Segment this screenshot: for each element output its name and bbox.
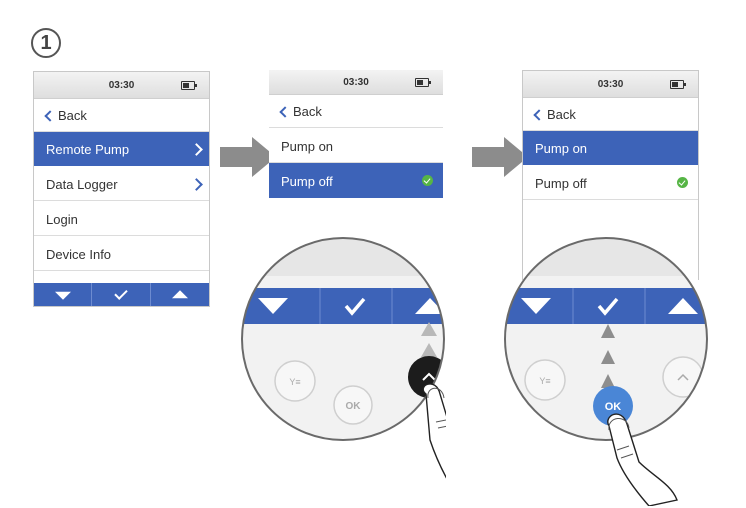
up-button[interactable] — [151, 283, 209, 306]
svg-text:Y≡: Y≡ — [289, 377, 300, 387]
zoom-detail-press-ok: Y≡ OK — [504, 237, 708, 506]
chevron-right-icon — [190, 143, 203, 156]
arrow-right-icon — [220, 137, 276, 177]
menu-item-label: Pump on — [535, 141, 588, 156]
battery-icon — [415, 78, 431, 87]
back-label: Back — [547, 107, 576, 122]
status-time: 03:30 — [597, 79, 624, 90]
svg-text:OK: OK — [605, 401, 622, 413]
arrow-up-icon — [668, 298, 698, 314]
menu-item-pump-off[interactable]: Pump off — [269, 163, 443, 198]
arrow-up-icon — [171, 290, 188, 299]
back-button[interactable]: Back — [269, 95, 443, 128]
battery-icon — [181, 81, 197, 90]
menu-item-label: Login — [46, 212, 78, 227]
menu-item-label: Data Logger — [46, 177, 118, 192]
menu-item-label: Pump off — [281, 174, 333, 189]
down-button[interactable] — [34, 283, 93, 306]
status-bar: 03:30 — [269, 70, 443, 95]
menu-item-pump-on[interactable]: Pump on — [523, 131, 698, 165]
arrow-down-icon — [258, 298, 288, 314]
status-bar: 03:30 — [34, 72, 209, 99]
chevron-left-icon — [44, 110, 56, 122]
arrow-up-icon — [415, 298, 444, 314]
checkmark-icon — [597, 297, 619, 316]
arrow-down-icon — [521, 298, 551, 314]
zoom-detail-press-up: Y≡ OK — [241, 237, 446, 479]
back-button[interactable]: Back — [34, 99, 209, 132]
confirm-button[interactable] — [92, 283, 151, 306]
back-label: Back — [58, 108, 87, 123]
chevron-left-icon — [533, 109, 545, 121]
check-circle-icon — [422, 175, 433, 186]
menu-item-login[interactable]: Login — [34, 201, 209, 236]
chevron-right-icon — [190, 178, 203, 191]
checkmark-icon — [344, 297, 366, 316]
check-circle-icon — [677, 177, 688, 188]
svg-text:OK: OK — [346, 401, 362, 412]
checkmark-icon — [114, 286, 128, 300]
step-number-badge: 1 — [31, 28, 61, 58]
arrow-right-icon — [472, 137, 528, 177]
status-bar: 03:30 — [523, 71, 698, 98]
menu-item-device-info[interactable]: Device Info — [34, 236, 209, 271]
menu-item-label: Remote Pump — [46, 142, 130, 157]
menu-item-label: Pump on — [281, 139, 334, 154]
device-screen-main-menu: 03:30 Back Remote Pump Data Logger Login… — [33, 71, 210, 307]
menu-item-pump-off[interactable]: Pump off — [523, 165, 698, 200]
status-time: 03:30 — [343, 77, 369, 88]
back-label: Back — [293, 104, 322, 119]
device-screen-pump-menu: 03:30 Back Pump on Pump off — [269, 70, 443, 200]
status-time: 03:30 — [108, 80, 135, 91]
menu-item-label: Device Info — [46, 247, 112, 262]
menu-item-data-logger[interactable]: Data Logger — [34, 166, 209, 201]
battery-icon — [670, 80, 686, 89]
navigation-bar — [34, 283, 209, 306]
svg-text:Y≡: Y≡ — [539, 376, 550, 386]
menu-item-remote-pump[interactable]: Remote Pump — [34, 132, 209, 166]
chevron-left-icon — [279, 106, 291, 118]
arrow-down-icon — [54, 291, 71, 300]
menu-item-label: Pump off — [535, 176, 587, 191]
menu-item-pump-on[interactable]: Pump on — [269, 128, 443, 163]
back-button[interactable]: Back — [523, 98, 698, 131]
